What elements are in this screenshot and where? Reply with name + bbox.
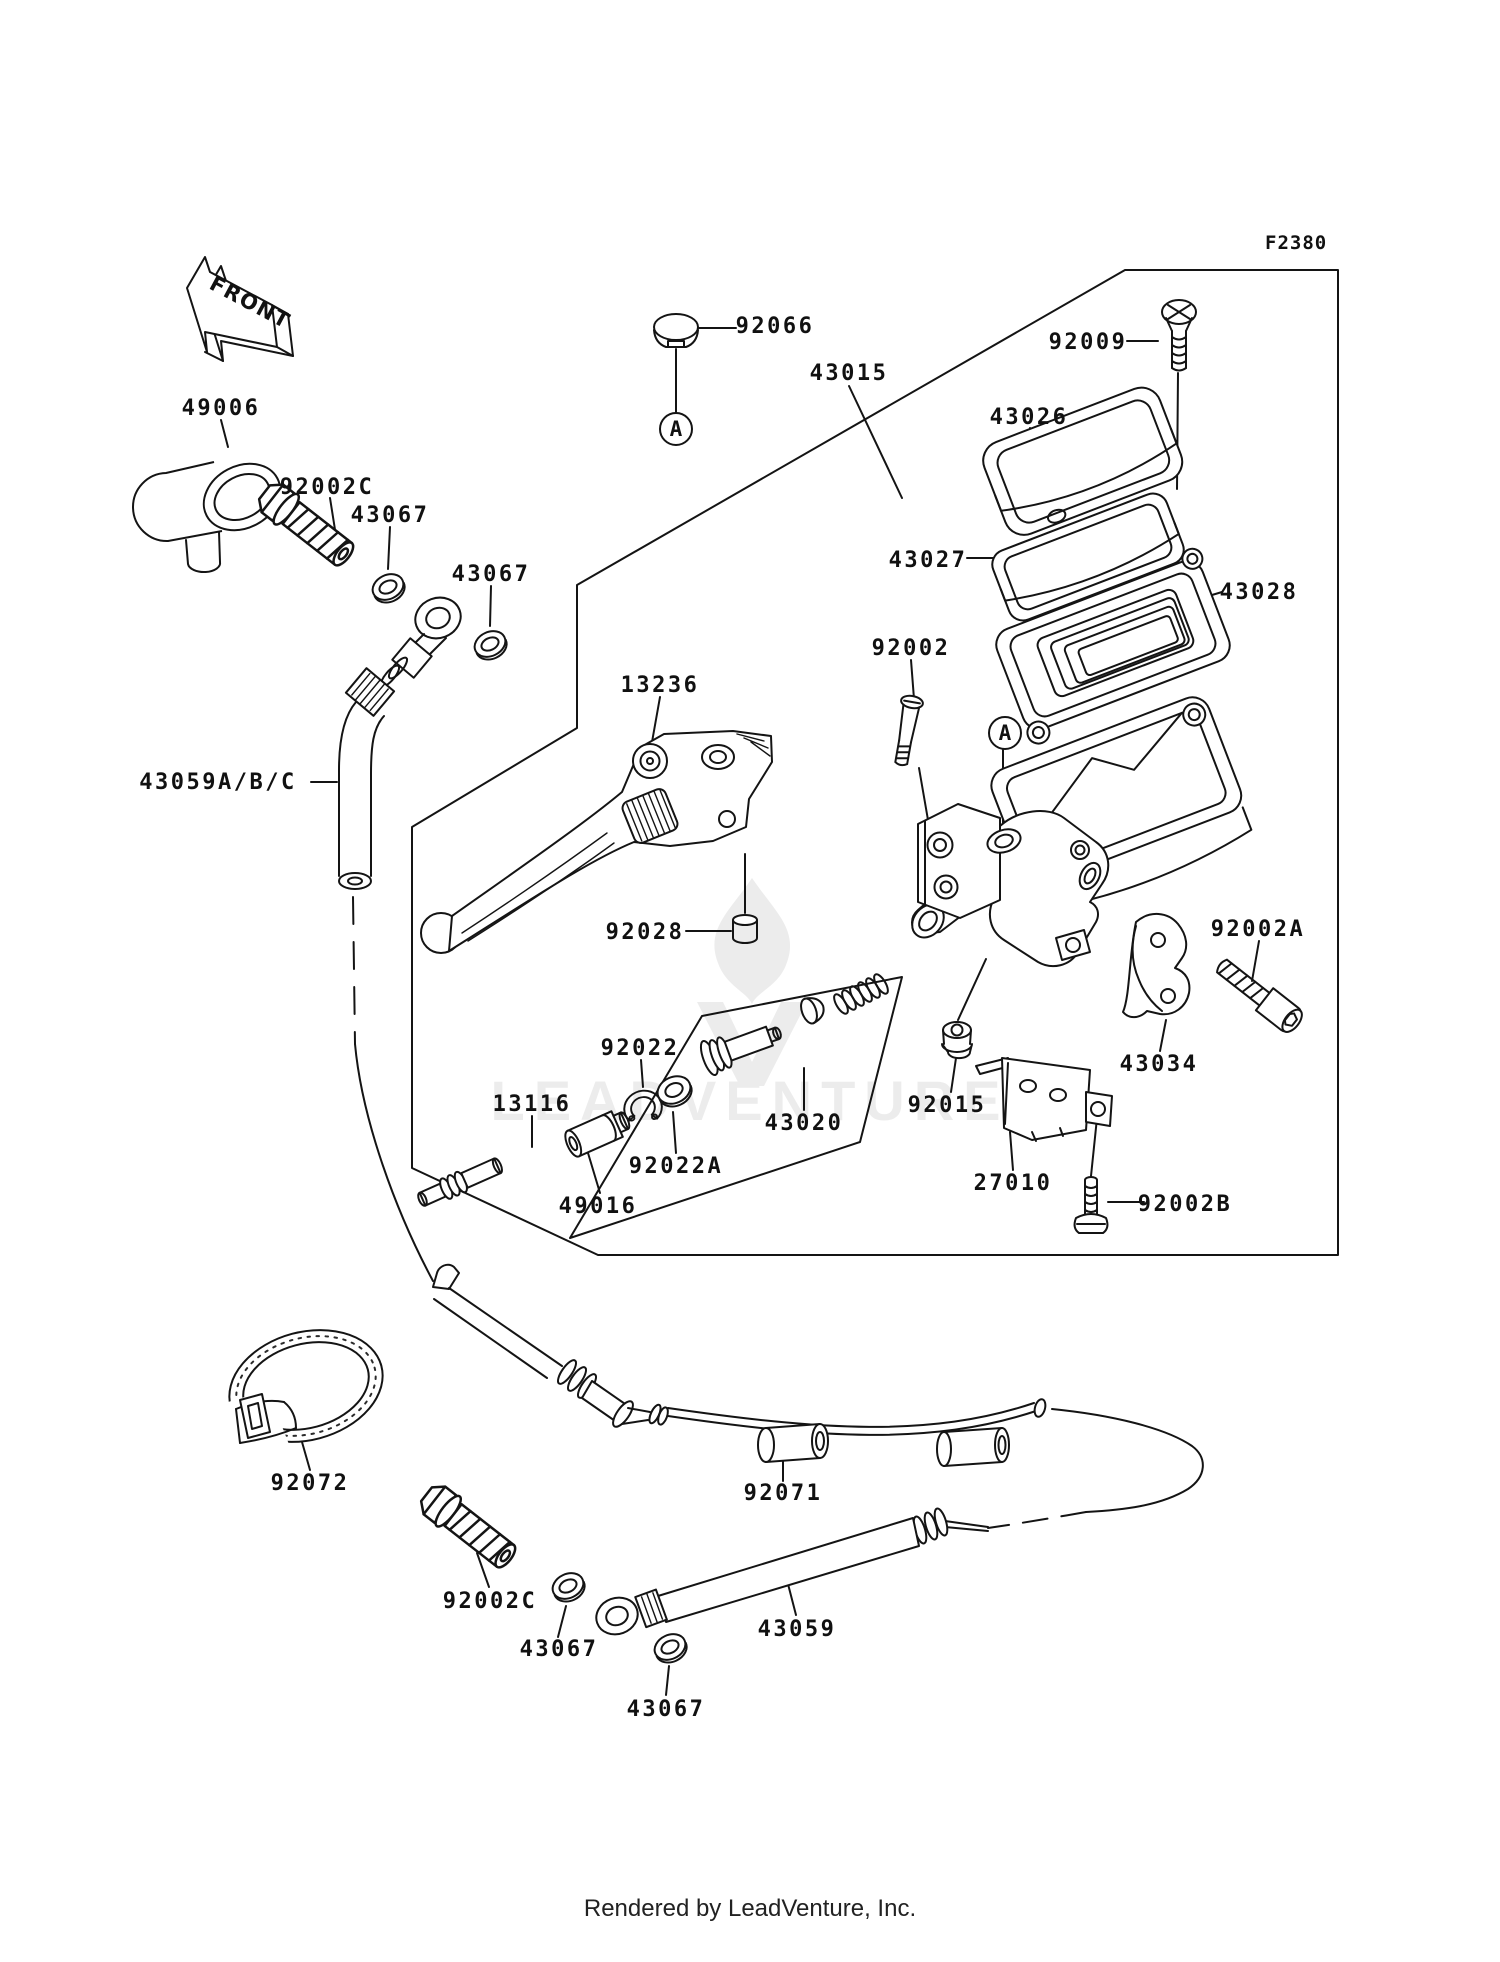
screw-92002-drawing <box>894 694 924 767</box>
front-arrow-face <box>186 256 278 353</box>
circlip-92022-drawing <box>623 1089 663 1122</box>
bolt-92002a-drawing <box>1216 958 1303 1033</box>
part-label-92002b: 92002B <box>1138 1192 1232 1217</box>
washer-92022a-drawing <box>656 1075 693 1108</box>
part-label-43027: 43027 <box>889 548 968 573</box>
svg-text:A: A <box>999 721 1012 745</box>
lever-13236-drawing <box>420 730 773 954</box>
assembly-box-outline <box>411 269 1339 1256</box>
leadventure-watermark: LEADVENTURE <box>490 878 1009 1132</box>
washer-43067-4-drawing <box>653 1633 688 1664</box>
part-label-43067-3: 43067 <box>520 1637 599 1662</box>
part-label-13236: 13236 <box>621 673 700 698</box>
hose-43059abc-drawing <box>338 596 462 1282</box>
part-label-92022a: 92022A <box>629 1154 723 1179</box>
clamp-band-92072-drawing <box>218 1329 384 1460</box>
part-label-92002a: 92002A <box>1211 917 1305 942</box>
nut-92015-drawing <box>941 1021 973 1060</box>
spring-drawing <box>833 973 889 1015</box>
detail-marker-a-mid: A <box>988 716 1022 750</box>
spacer-92071-drawing <box>757 1423 829 1463</box>
piston-49016-drawing <box>564 1110 631 1158</box>
washer-43067-2-drawing <box>473 630 508 661</box>
part-label-43034: 43034 <box>1120 1052 1199 1077</box>
screw-92002b-drawing <box>1073 1176 1109 1234</box>
clamp-43034-drawing <box>1122 913 1191 1019</box>
rod-13116-drawing <box>417 1157 503 1207</box>
part-label-43059abc: 43059A/B/C <box>139 770 296 795</box>
screw-92009-drawing <box>1161 299 1197 372</box>
reservoir-plate-43027-drawing <box>991 492 1185 622</box>
part-label-92066: 92066 <box>736 314 815 339</box>
part-label-49006: 49006 <box>182 396 261 421</box>
part-label-92022: 92022 <box>601 1036 680 1061</box>
hose-43059-drawing <box>595 1507 989 1636</box>
bushing-92028-drawing <box>732 914 758 944</box>
part-label-43020: 43020 <box>765 1111 844 1136</box>
part-label-92071: 92071 <box>744 1481 823 1506</box>
figure-code: F2380 <box>1265 232 1327 254</box>
lower-cable-upper-run-drawing <box>432 1263 1204 1529</box>
boot-49006-drawing <box>132 461 282 574</box>
front-arrow: FRONT <box>186 256 294 362</box>
part-label-92009: 92009 <box>1049 330 1128 355</box>
watermark-v-icon <box>697 1002 807 1086</box>
footer-credit: Rendered by LeadVenture, Inc. <box>584 1895 916 1922</box>
detail-marker-a-top: A <box>659 412 693 446</box>
part-label-13116: 13116 <box>493 1092 572 1117</box>
watermark-text: LEADVENTURE <box>490 1069 1009 1132</box>
part-label-92002c-top: 92002C <box>280 475 374 500</box>
part-label-92015: 92015 <box>908 1093 987 1118</box>
reservoir-cap-43026-drawing <box>982 386 1184 536</box>
part-label-43067-4: 43067 <box>627 1697 706 1722</box>
washer-43067-3-drawing <box>551 1572 586 1603</box>
switch-27010-drawing <box>975 1057 1113 1142</box>
part-label-27010: 27010 <box>974 1171 1053 1196</box>
piston-kit-box-outline <box>569 976 903 1239</box>
cap-92066-drawing <box>653 313 699 348</box>
part-label-49016: 49016 <box>559 1194 638 1219</box>
part-label-92002: 92002 <box>872 636 951 661</box>
part-label-43067-2: 43067 <box>452 562 531 587</box>
master-cylinder-body-drawing <box>911 803 1110 968</box>
part-label-92072: 92072 <box>271 1471 350 1496</box>
part-label-43059: 43059 <box>758 1617 837 1642</box>
part-label-43028: 43028 <box>1220 580 1299 605</box>
part-label-92002c-bot: 92002C <box>443 1589 537 1614</box>
banjo-bolt-92002c-bottom-drawing <box>419 1485 517 1569</box>
part-label-43015: 43015 <box>810 361 889 386</box>
piston-kit-contents-drawing <box>699 973 889 1077</box>
svg-text:A: A <box>670 417 683 441</box>
part-label-43026: 43026 <box>990 405 1069 430</box>
part-label-43067-1: 43067 <box>351 503 430 528</box>
part-label-92028: 92028 <box>606 920 685 945</box>
diaphragm-43028-drawing <box>995 547 1231 745</box>
adjuster-barrel-drawing <box>936 1427 1010 1467</box>
washer-43067-1-drawing <box>371 573 406 604</box>
banjo-bolt-92002c-top-drawing <box>257 483 355 567</box>
